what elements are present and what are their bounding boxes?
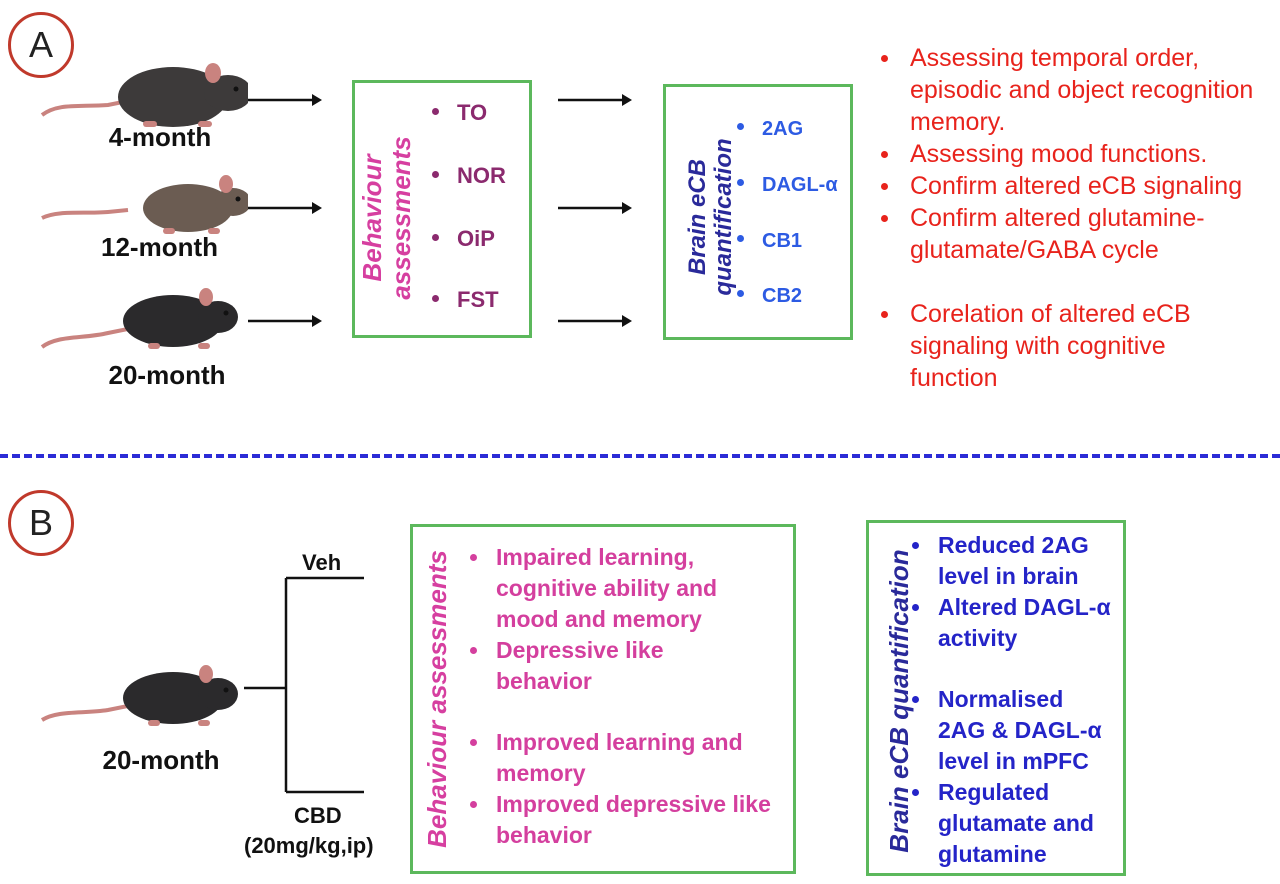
ecb-list-b: Reduced 2AG level in brain Altered DAGL-… <box>912 530 1112 870</box>
mouse-icon <box>40 63 248 127</box>
panel-a-label: A <box>8 12 74 78</box>
ecb-item-b: Altered DAGL-α activity <box>912 592 1112 654</box>
ecb-item-cb2: CB2 <box>737 285 802 308</box>
ecb-item-cb1: CB1 <box>737 230 802 253</box>
outcome-item: Corelation of altered eCB signaling with… <box>878 298 1240 394</box>
behaviour-item-to: TO <box>432 100 487 126</box>
behaviour-item-b: Depressive like behavior <box>470 635 726 697</box>
ecb-item-b: Normalised 2AG & DAGL-α level in mPFC <box>912 684 1112 777</box>
behaviour-item-oip: OiP <box>432 226 495 252</box>
brain-ecb-quantification-box-b <box>866 520 1126 876</box>
veh-label: Veh <box>302 550 342 575</box>
mouse-icon <box>40 665 238 726</box>
ecb-item-b: Reduced 2AG level in brain <box>912 530 1112 592</box>
ecb-item-2ag: 2AG <box>737 118 803 141</box>
brain-ecb-quantification-box <box>663 84 853 340</box>
arrow-right-icon <box>558 202 632 214</box>
mouse-icon <box>40 288 238 349</box>
mouse-icon <box>41 175 248 234</box>
mouse-label-20-month: 20-month <box>108 360 226 390</box>
arrow-right-icon <box>558 315 632 327</box>
arrow-right-icon <box>558 94 632 106</box>
panel-divider <box>0 454 1280 458</box>
behaviour-assessments-box <box>352 80 532 338</box>
arrow-right-icon <box>248 202 322 214</box>
outcome-item: Assessing temporal order, episodic and o… <box>878 42 1278 138</box>
mouse-label-20-month-b: 20-month <box>102 745 220 775</box>
behaviour-item-b: Impaired learning, cognitive ability and… <box>470 542 780 635</box>
behaviour-item-nor: NOR <box>432 163 506 189</box>
outcome-item: Confirm altered eCB signaling <box>878 170 1278 202</box>
behaviour-assessments-title: Behaviour assessments <box>357 136 416 300</box>
mouse-label-4-month: 4-month <box>108 122 212 152</box>
behaviour-item-b: Improved depressive like behavior <box>470 789 776 851</box>
outcomes-list: Assessing temporal order, episodic and o… <box>878 42 1278 394</box>
panel-b-label: B <box>8 490 74 556</box>
ecb-item-dagl: DAGL-α <box>737 174 838 197</box>
outcome-item: Assessing mood functions. <box>878 138 1278 170</box>
mouse-label-12-month: 12-month <box>101 232 218 262</box>
arrow-right-icon <box>248 94 322 106</box>
ecb-item-b: Regulated glutamate and glutamine <box>912 777 1112 870</box>
behaviour-assessments-box-b <box>410 524 796 874</box>
treatment-branch-lines <box>244 576 364 794</box>
behaviour-assessments-title-b: Behaviour assessments <box>422 550 452 848</box>
behaviour-item-fst: FST <box>432 287 499 313</box>
brain-ecb-quantification-title: Brain eCB quantification <box>684 138 738 296</box>
outcome-item: Confirm altered glutamine-glutamate/GABA… <box>878 202 1260 266</box>
behaviour-list-b: Impaired learning, cognitive ability and… <box>470 542 780 851</box>
cbd-label: CBD <box>294 803 342 828</box>
behaviour-item-b: Improved learning and memory <box>470 727 780 789</box>
brain-ecb-quantification-title-b: Brain eCB quantification <box>884 549 914 853</box>
cbd-dose-label: (20mg/kg,ip) <box>244 833 374 858</box>
arrow-right-icon <box>248 315 322 327</box>
